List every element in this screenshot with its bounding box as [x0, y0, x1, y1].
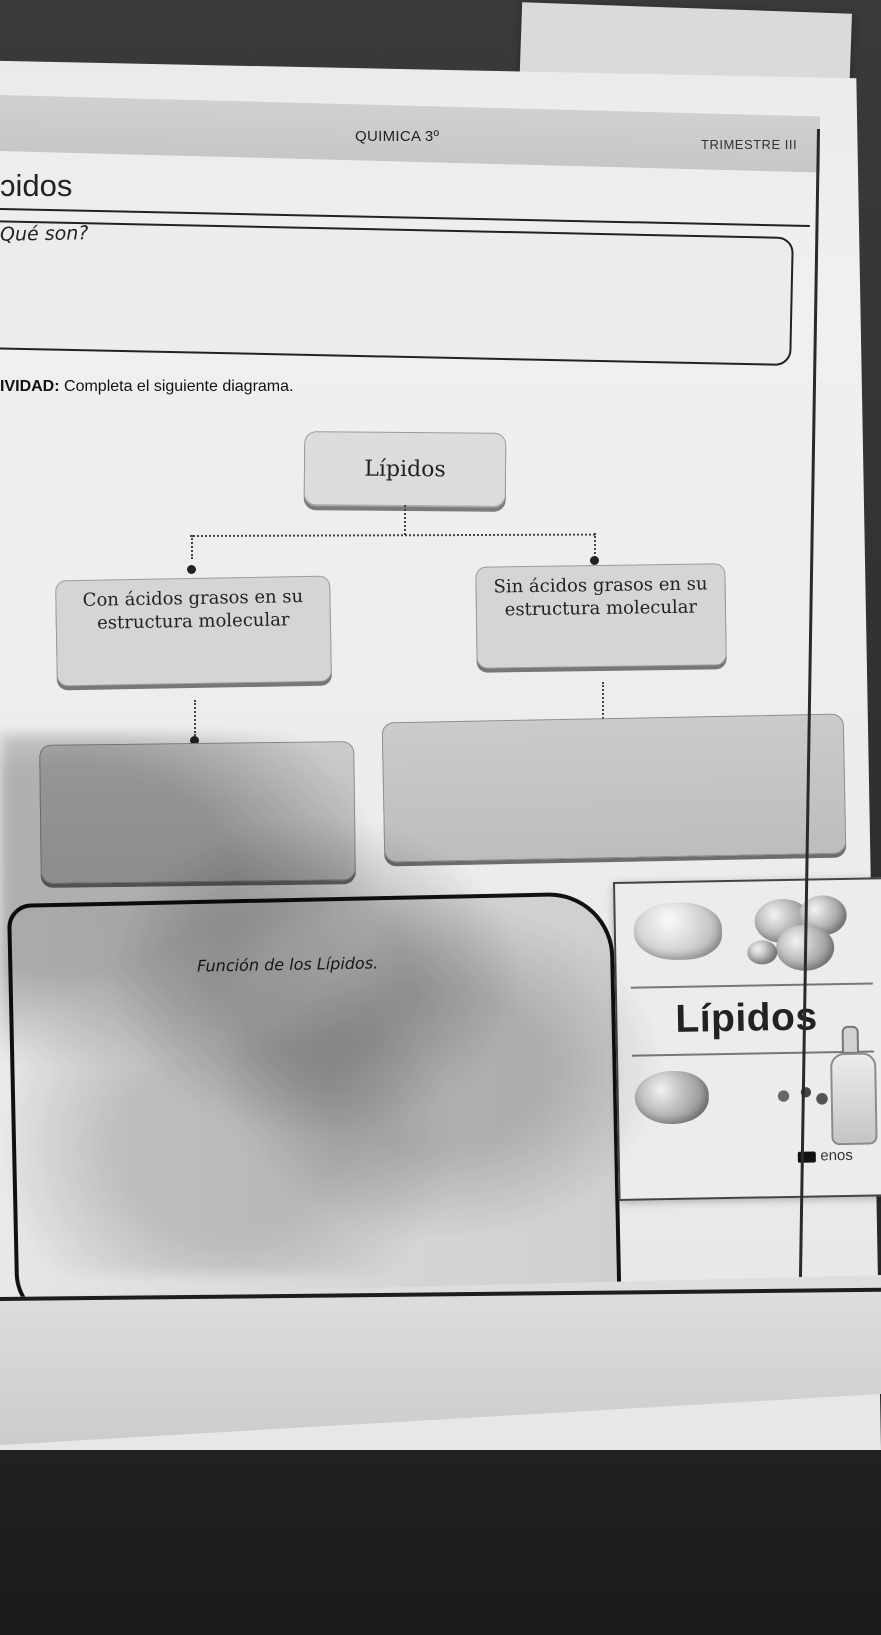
card-title: Lípidos — [675, 995, 818, 1041]
diagram-root-label: Lípidos — [364, 456, 446, 483]
publisher-brand: enos — [798, 1147, 853, 1165]
right-answer-connector — [602, 682, 604, 719]
right-node-connector-dot — [590, 556, 599, 565]
definition-answer-box[interactable] — [0, 220, 794, 367]
activity-instruction: IVIDAD: Completa el siguiente diagrama. — [0, 378, 293, 396]
lesson-title: ɔidos — [0, 168, 73, 203]
root-connector-line — [404, 505, 406, 535]
publisher-brand-text: enos — [820, 1146, 853, 1165]
left-answer-connector — [194, 700, 196, 736]
card-top-rule — [630, 982, 873, 989]
subject-label: QUIMICA 3º — [355, 128, 440, 145]
walnut-image — [747, 940, 778, 965]
diagram-root-node: Lípidos — [303, 431, 507, 508]
left-node-connector-dot — [187, 565, 196, 574]
left-answer-connector-dot — [190, 736, 199, 745]
without-fatty-acids-node: Sin ácidos grasos en su estructura molec… — [475, 563, 727, 669]
activity-prefix: IVIDAD: — [0, 378, 60, 395]
oil-bottle-neck-image — [841, 1025, 860, 1055]
right-branch-connector — [594, 533, 596, 558]
left-answer-box[interactable] — [39, 741, 356, 884]
activity-text: Completa el siguiente diagrama. — [59, 378, 294, 395]
left-branch-connector — [191, 535, 193, 559]
oil-bottle-image — [830, 1052, 878, 1146]
butter-image — [633, 902, 723, 961]
definition-question: Qué son? — [0, 222, 89, 246]
term-label: TRIMESTRE III — [701, 137, 798, 152]
right-answer-box[interactable] — [381, 713, 847, 863]
function-section-title: Función de los Lípidos. — [196, 953, 379, 976]
lipid-illustration-card: Lípidos enos — [613, 877, 881, 1201]
bread-image — [634, 1070, 710, 1125]
with-fatty-acids-node: Con ácidos grasos en su estructura molec… — [55, 575, 332, 687]
